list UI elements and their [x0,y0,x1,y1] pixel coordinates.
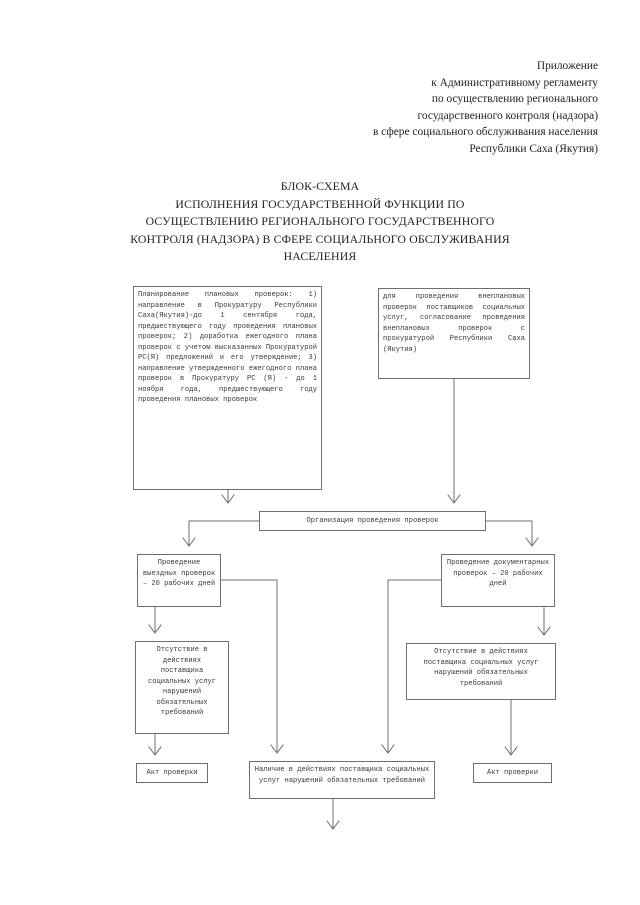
arrowhead-presence-outgoing [326,820,340,830]
arrowhead-doc-check-to-presence [381,744,395,754]
flow-node-field-inspection[interactable]: Проведение выездных проверок – 20 рабочи… [137,554,221,607]
connector-organization-to-doc-check [485,520,533,546]
arrowhead-organization-to-field-check [182,537,196,547]
arrowhead-absence-right-to-act-right [504,746,518,756]
title-line-1: БЛОК-СХЕМА [280,179,360,193]
flow-node-planning[interactable]: Планирование плановых проверок: 1) напра… [133,286,322,490]
arrowhead-doc-check-to-absence-right [537,626,551,636]
title-line-5: НАСЕЛЕНИЯ [283,249,357,264]
appendix-line-6: Республики Саха (Якутия) [469,142,598,155]
flow-node-documentary-inspection[interactable]: Проведение документарных проверок – 20 р… [441,554,555,607]
flow-node-violations-found[interactable]: Наличие в действиях поставщика социальны… [249,761,435,799]
title-line-4: КОНТРОЛЯ (НАДЗОРА) В СФЕРЕ СОЦИАЛЬНОГО О… [130,231,510,246]
flow-node-inspection-act-right[interactable]: Акт проверки [473,763,552,783]
arrowhead-unscheduled-to-organization [447,494,461,504]
arrowhead-field-check-to-absence-left [148,624,162,634]
appendix-line-3: по осуществлению регионального [431,93,598,106]
title-line-2: ИСПОЛНЕНИЯ ГОСУДАРСТВЕННОЙ ФУНКЦИИ ПО [175,196,465,211]
appendix-line-1: Приложение [536,60,598,72]
connector-organization-to-field-check [188,520,260,546]
flow-node-inspection-act-left[interactable]: Акт проверки [136,763,208,783]
arrowhead-absence-left-to-act-left [148,746,162,756]
appendix-reference-block: Приложение к Административному регламент… [300,58,598,158]
connector-field-check-to-presence [220,579,278,753]
arrowhead-organization-to-doc-check [525,537,539,547]
flow-node-no-violations-documentary[interactable]: Отсутствие в действиях поставщика социал… [406,643,556,700]
page-title: БЛОК-СХЕМА ИСПОЛНЕНИЯ ГОСУДАРСТВЕННОЙ ФУ… [20,178,620,266]
appendix-line-4: государственного контроля (надзора) [417,109,598,122]
arrowhead-field-check-to-presence [270,744,284,754]
appendix-line-5: в сфере социального обслуживания населен… [372,126,598,139]
flow-node-organization-of-inspections[interactable]: Организация проведения проверок [259,511,486,531]
title-line-3: ОСУЩЕСТВЛЕНИЮ РЕГИОНАЛЬНОГО ГОСУДАРСТВЕН… [145,214,495,229]
flow-node-unscheduled-inspections[interactable]: для проведения внеплановых проверок пост… [378,288,530,379]
arrowhead-planning-to-organization [221,494,235,504]
flow-node-no-violations-field[interactable]: Отсутствие в действиях поставщика социал… [135,641,229,734]
appendix-line-2: к Административному регламенту [431,76,598,89]
connector-doc-check-to-presence [387,579,442,753]
